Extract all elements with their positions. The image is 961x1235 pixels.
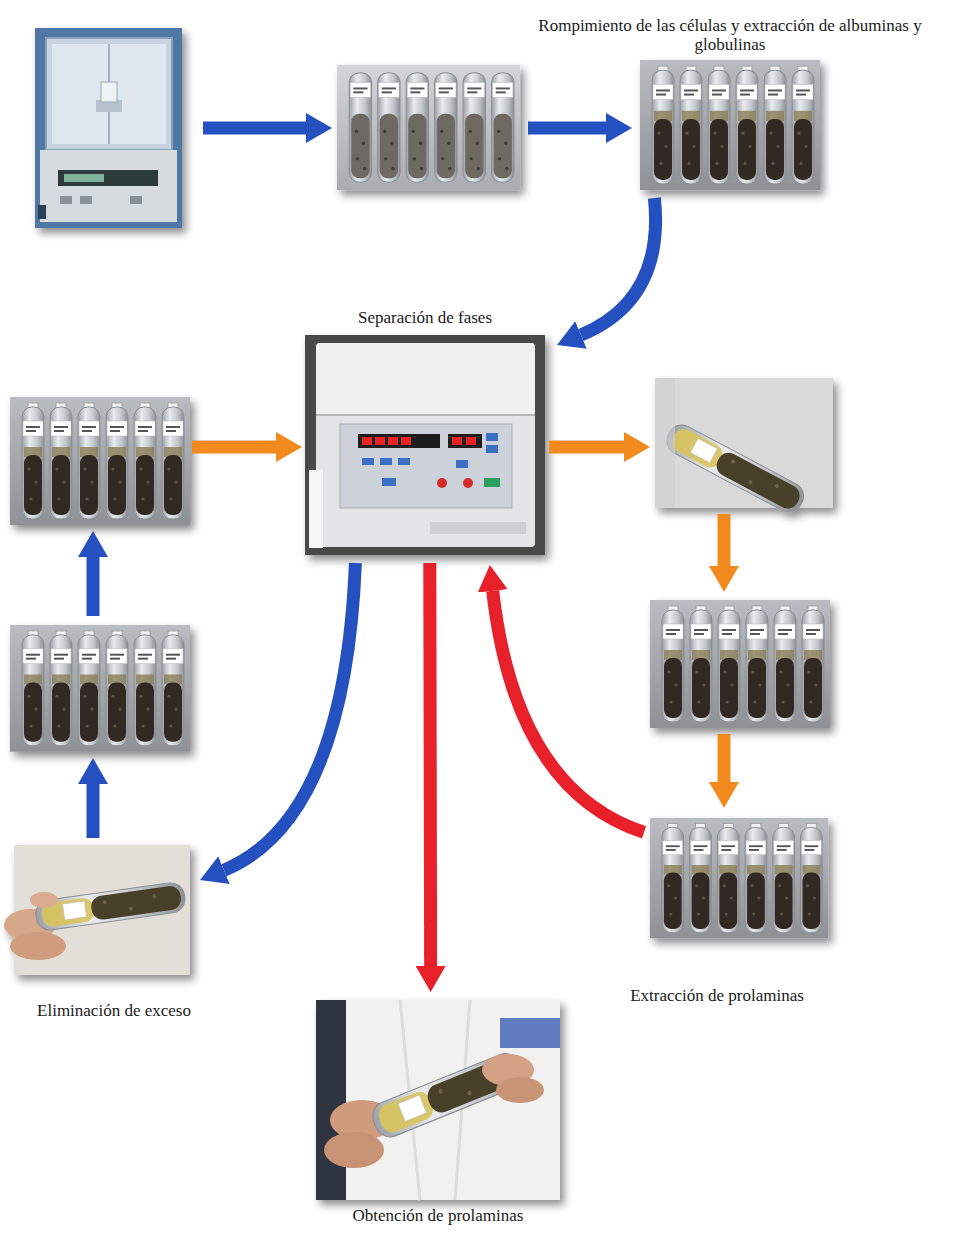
photo-node: Extracción de prolaminas xyxy=(650,818,828,938)
photo-caption: Rompimiento de las células y extracción … xyxy=(515,16,945,54)
balance-photo xyxy=(35,28,182,228)
photo-caption: Obtención de prolaminas xyxy=(308,1206,568,1225)
photo-caption: Eliminación de exceso xyxy=(4,1001,224,1020)
tube-photo xyxy=(655,378,833,517)
photo-caption: Extracción de prolaminas xyxy=(597,986,837,1005)
orange-arrow xyxy=(718,734,731,782)
test-tubes-photo xyxy=(640,60,820,190)
blue-arrow xyxy=(528,122,606,135)
orange-arrow xyxy=(549,441,624,454)
blue-arrow xyxy=(87,557,100,616)
flow-arrows xyxy=(93,128,724,838)
test-tubes-photo xyxy=(650,600,830,728)
flow-arrow xyxy=(224,563,355,870)
test-tubes-photo xyxy=(650,818,828,938)
orange-arrow xyxy=(192,441,276,454)
flow-arrow xyxy=(423,563,437,966)
tube-in-hand-photo xyxy=(316,1000,560,1200)
blue-arrow xyxy=(203,122,306,135)
blue-arrow xyxy=(87,784,100,838)
photo-node: Eliminación de exceso xyxy=(14,845,190,975)
centrifuge-photo xyxy=(305,335,545,555)
photo-node: Obtención de prolaminas xyxy=(316,1000,560,1200)
photo-node: Rompimiento de las células y extracción … xyxy=(640,60,820,190)
test-tubes-photo xyxy=(10,625,190,752)
photo-caption: Separación de fases xyxy=(295,308,555,327)
test-tubes-photo xyxy=(337,65,520,190)
orange-arrow xyxy=(718,514,731,566)
flow-arrow xyxy=(493,591,644,833)
tube-in-hand-photo xyxy=(4,845,190,975)
test-tubes-photo xyxy=(10,397,190,525)
flow-arrow xyxy=(581,198,656,335)
photo-node: Separación de fases xyxy=(305,335,545,555)
